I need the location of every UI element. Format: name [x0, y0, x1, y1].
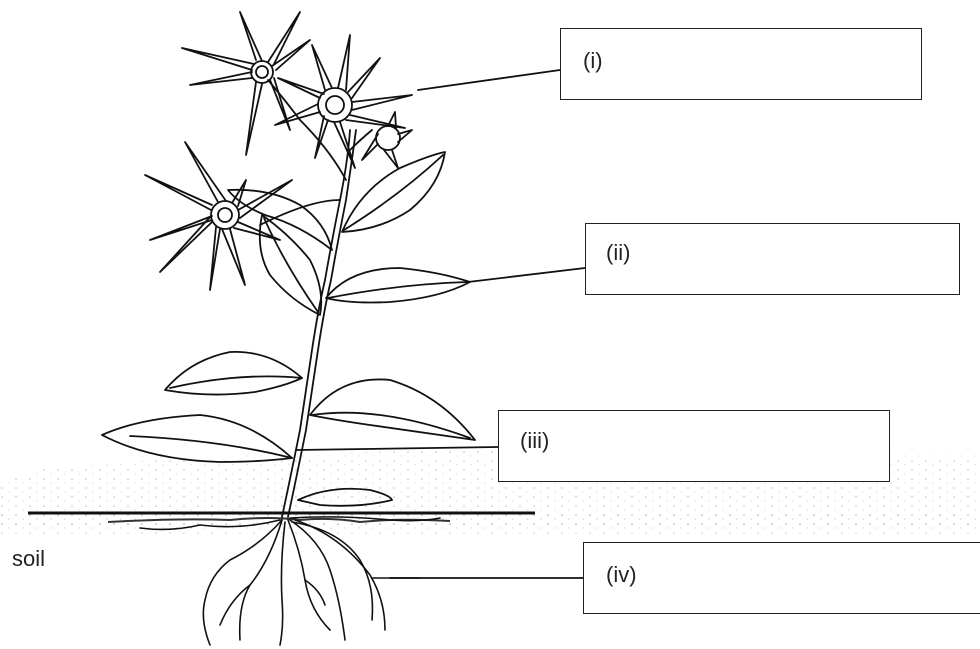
label-box-iii[interactable]: [498, 410, 890, 482]
roots: [140, 517, 440, 645]
leaf-upper-left: [228, 190, 332, 250]
pointer-ii: [468, 268, 585, 282]
label-i: (i): [583, 48, 603, 74]
soil-label: soil: [12, 546, 45, 572]
label-iv: (iv): [606, 562, 637, 588]
label-iii: (iii): [520, 428, 549, 454]
flower-main: [275, 35, 412, 168]
pointer-i: [418, 70, 560, 90]
leaf-ii: [326, 268, 470, 303]
leaf-mid-left: [165, 352, 302, 395]
pointer-iii: [296, 447, 498, 450]
leaf-upper-right: [342, 152, 445, 232]
label-box-i[interactable]: [560, 28, 922, 100]
label-box-ii[interactable]: [585, 223, 960, 295]
label-ii: (ii): [606, 240, 630, 266]
label-box-iv[interactable]: [583, 542, 980, 614]
